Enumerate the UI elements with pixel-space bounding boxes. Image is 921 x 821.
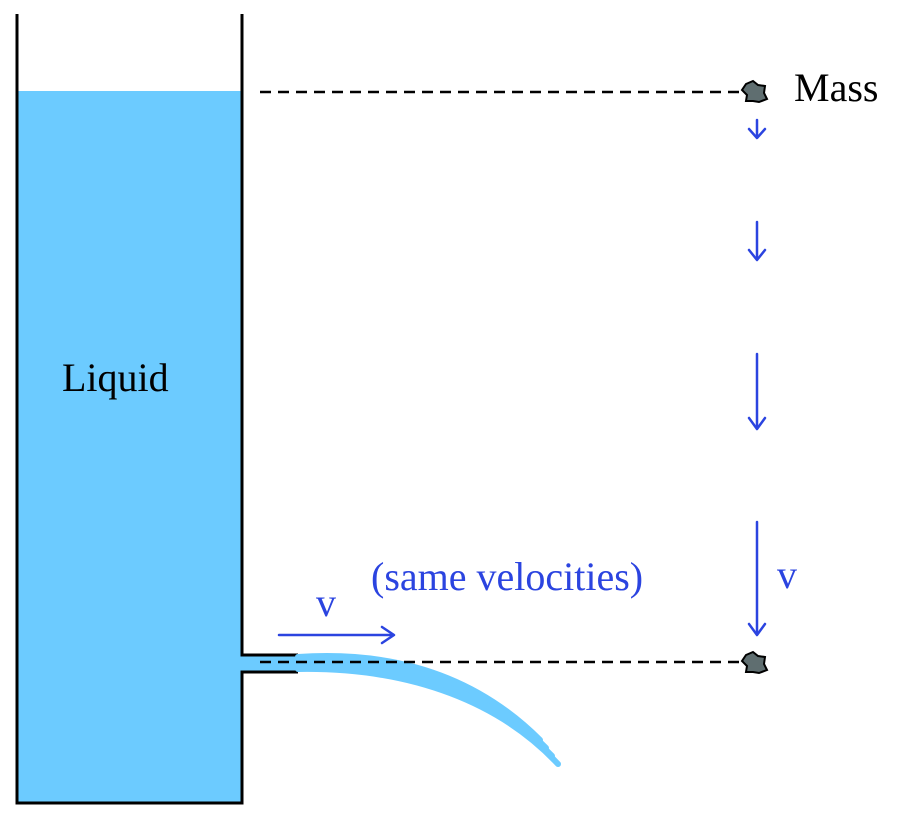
velocity-arrow-1: [747, 118, 767, 140]
container-right-wall-upper: [240, 14, 298, 657]
jet-velocity-label: v: [316, 580, 336, 625]
falling-velocity-arrows: [747, 118, 767, 637]
velocity-arrow-3: [747, 352, 767, 431]
mass-label: Mass: [794, 65, 878, 110]
spout-liquid: [242, 655, 298, 672]
same-velocities-label: (same velocities): [371, 554, 643, 599]
mass-velocity-label: v: [777, 552, 797, 597]
liquid-fill: [17, 91, 242, 803]
jet-velocity-arrow: [277, 625, 396, 645]
velocity-arrow-4: [747, 520, 767, 637]
mass-bottom-icon: [740, 650, 769, 675]
mass-top-icon: [740, 79, 769, 104]
container-outline: [15, 14, 298, 805]
liquid-jet: [295, 653, 561, 767]
liquid-label: Liquid: [62, 355, 169, 400]
velocity-arrow-2: [747, 220, 767, 262]
